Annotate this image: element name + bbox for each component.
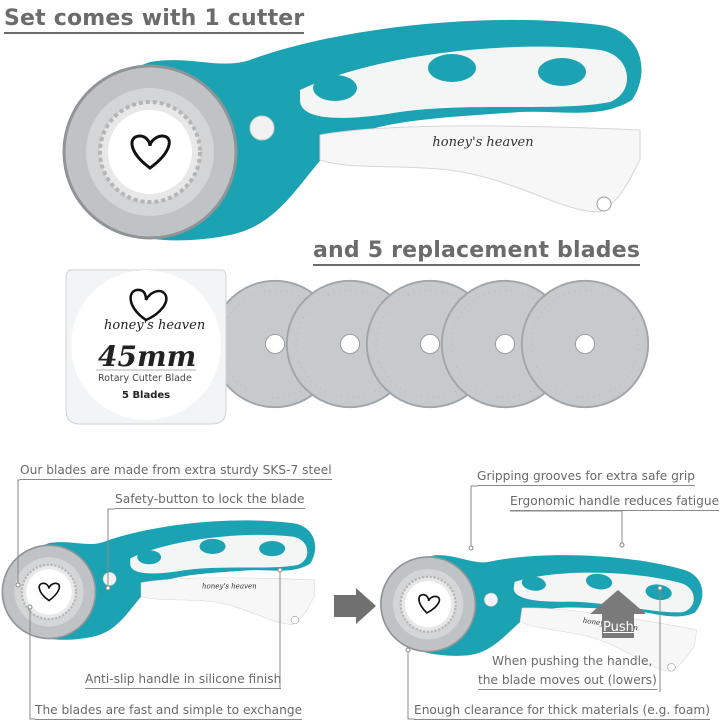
callout-safety-button: Safety-button to lock the blade [115, 492, 305, 509]
callout-blade-exchange: The blades are fast and simple to exchan… [35, 703, 303, 720]
package-count: 5 Blades [122, 390, 171, 401]
callout-push-line2: the blade moves out (lowers) [478, 673, 657, 690]
callout-lines [17, 479, 661, 720]
push-arrow-icon [590, 590, 646, 638]
rotary-cutter-left [1, 519, 317, 641]
package-product: Rotary Cutter Blade [98, 373, 192, 384]
heart-logo-icon [129, 288, 168, 322]
heading-blades: and 5 replacement blades [313, 238, 641, 266]
rotary-cutter-main [62, 17, 644, 243]
callout-clearance: Enough clearance for thick materials (e.… [414, 703, 710, 720]
replacement-blade [520, 279, 650, 409]
callout-push-line1: When pushing the handle, [492, 654, 653, 668]
callout-steel: Our blades are made from extra sturdy SK… [20, 463, 332, 480]
heading-cutter: Set comes with 1 cutter [4, 6, 305, 34]
push-label: Push [603, 620, 634, 635]
package-size: 45mm [98, 340, 197, 373]
callout-anti-slip: Anti-slip handle in silicone finish [85, 672, 282, 689]
package-brand: honey's heaven [104, 318, 206, 333]
callout-gripping-grooves: Gripping grooves for extra safe grip [477, 469, 695, 486]
arrow-right-icon [334, 588, 376, 624]
blade-package [65, 269, 227, 425]
callout-ergonomic: Ergonomic handle reduces fatigue [510, 494, 720, 511]
